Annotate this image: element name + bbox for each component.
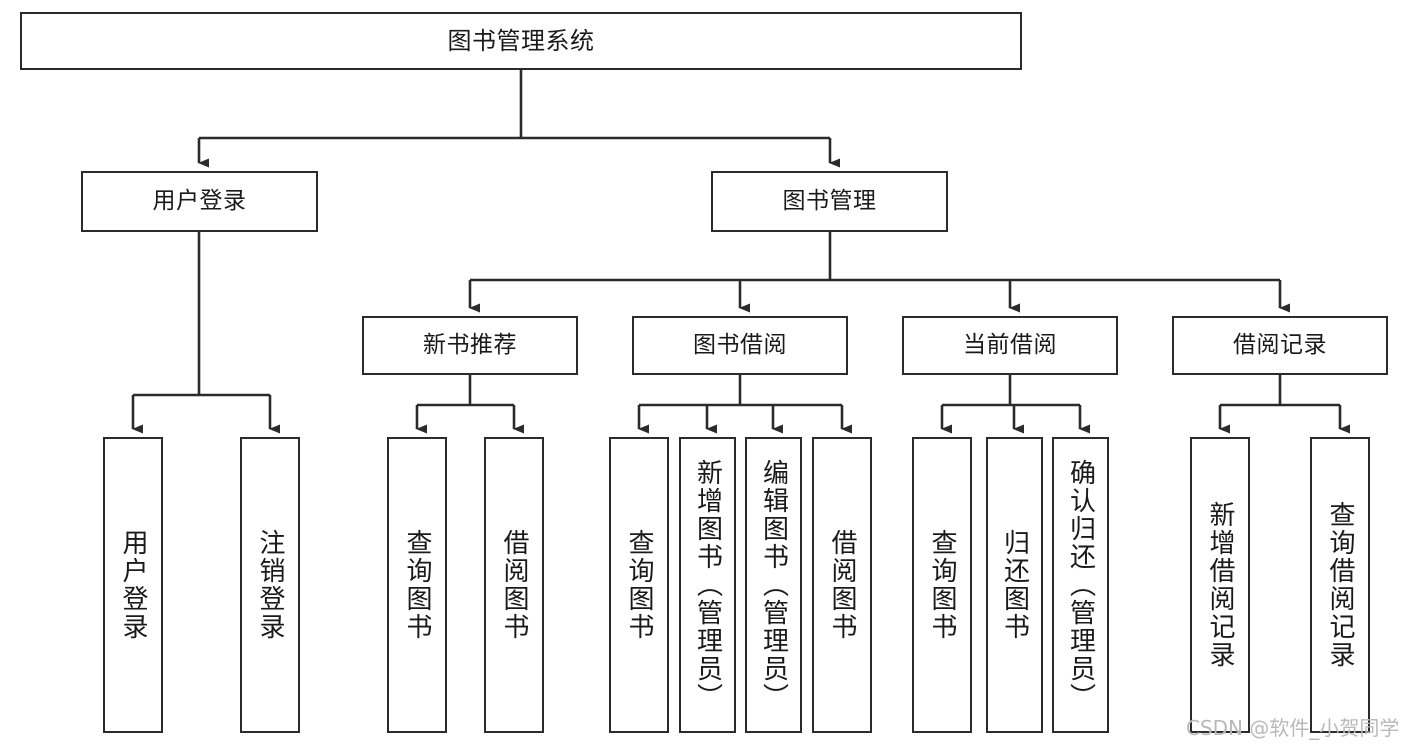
node-leaf-query-book-2[interactable]: 查询图书: [609, 437, 669, 733]
node-leaf-user-login-label: 用户登录: [118, 529, 149, 641]
node-leaf-borrow-book-1[interactable]: 借阅图书: [484, 437, 544, 733]
node-leaf-add-record-label: 新增借阅记录: [1205, 501, 1236, 669]
node-book-manage-label: 图书管理: [782, 188, 877, 214]
node-new-book-recommend[interactable]: 新书推荐: [362, 316, 578, 375]
node-user-login[interactable]: 用户登录: [81, 171, 318, 232]
node-new-book-recommend-label: 新书推荐: [423, 332, 517, 358]
node-leaf-query-book-1[interactable]: 查询图书: [387, 437, 447, 733]
node-current-borrow[interactable]: 当前借阅: [902, 316, 1118, 375]
node-leaf-borrow-book-2-label: 借阅图书: [827, 529, 858, 641]
node-leaf-query-book-3[interactable]: 查询图书: [912, 437, 972, 733]
node-leaf-edit-book-label: 编辑图书（管理员）: [758, 459, 789, 711]
node-leaf-return-book[interactable]: 归还图书: [986, 437, 1043, 733]
node-leaf-query-record-label: 查询借阅记录: [1325, 501, 1356, 669]
node-leaf-add-book-label: 新增图书（管理员）: [692, 459, 723, 711]
node-leaf-borrow-book-1-label: 借阅图书: [499, 529, 530, 641]
node-leaf-confirm-return[interactable]: 确认归还（管理员）: [1052, 437, 1109, 733]
node-leaf-borrow-book-2[interactable]: 借阅图书: [812, 437, 872, 733]
node-leaf-edit-book[interactable]: 编辑图书（管理员）: [745, 437, 802, 733]
node-book-borrow-label: 图书借阅: [693, 332, 787, 358]
node-leaf-query-book-3-label: 查询图书: [927, 529, 958, 641]
node-borrow-record[interactable]: 借阅记录: [1172, 316, 1388, 375]
node-leaf-add-record[interactable]: 新增借阅记录: [1190, 437, 1250, 733]
node-book-manage[interactable]: 图书管理: [711, 171, 948, 232]
node-root-system-label: 图书管理系统: [447, 27, 595, 55]
node-current-borrow-label: 当前借阅: [963, 332, 1057, 358]
node-borrow-record-label: 借阅记录: [1233, 332, 1327, 358]
node-leaf-query-record[interactable]: 查询借阅记录: [1310, 437, 1370, 733]
node-book-borrow[interactable]: 图书借阅: [632, 316, 848, 375]
node-leaf-user-login[interactable]: 用户登录: [103, 437, 163, 733]
node-leaf-query-book-1-label: 查询图书: [402, 529, 433, 641]
node-user-login-label: 用户登录: [152, 188, 247, 214]
node-leaf-logout[interactable]: 注销登录: [240, 437, 300, 733]
node-leaf-add-book[interactable]: 新增图书（管理员）: [679, 437, 736, 733]
node-leaf-logout-label: 注销登录: [255, 529, 286, 641]
node-leaf-return-book-label: 归还图书: [999, 529, 1030, 641]
node-leaf-query-book-2-label: 查询图书: [624, 529, 655, 641]
node-root-system[interactable]: 图书管理系统: [20, 12, 1022, 70]
node-leaf-confirm-return-label: 确认归还（管理员）: [1065, 459, 1096, 711]
